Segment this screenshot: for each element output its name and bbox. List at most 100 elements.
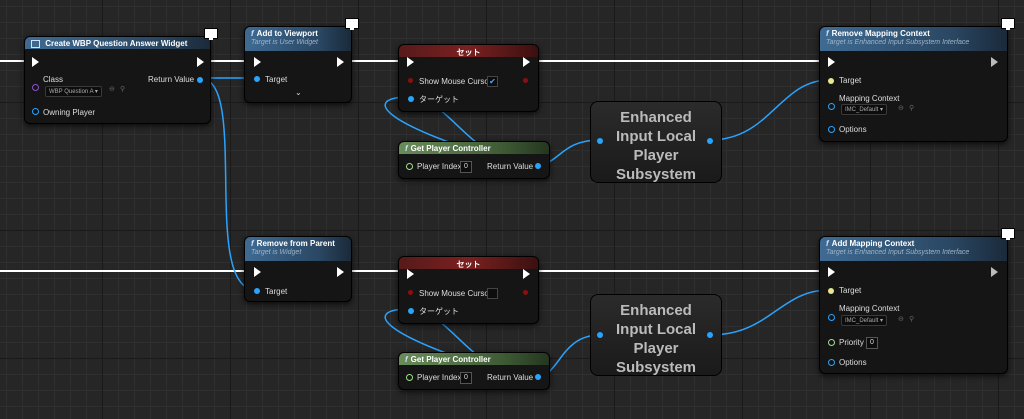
mapping-context-pin[interactable]	[828, 103, 835, 110]
exec-in-pin[interactable]	[254, 267, 261, 277]
show-mouse-cursor-pin[interactable]	[408, 78, 413, 83]
target-pin[interactable]	[408, 308, 414, 314]
exec-in-pin[interactable]	[32, 57, 39, 67]
target-pin[interactable]	[254, 76, 260, 82]
exec-out-pin[interactable]	[523, 57, 530, 67]
browse-icon[interactable]: ⊖	[109, 86, 115, 93]
subsystem-line4: Subsystem	[615, 359, 697, 376]
options-pin[interactable]	[828, 359, 835, 366]
return-value-pin[interactable]	[535, 374, 541, 380]
exec-out-pin[interactable]	[337, 57, 344, 67]
function-icon: f	[826, 239, 829, 248]
add-to-viewport-title: Add to Viewport	[256, 29, 318, 38]
player-index-field[interactable]: 0	[460, 161, 472, 173]
exec-in-pin[interactable]	[828, 267, 835, 277]
show-mouse-cursor-checkbox[interactable]	[487, 288, 498, 299]
function-icon: f	[251, 239, 254, 248]
subsystem-line4: Subsystem	[615, 166, 697, 183]
show-mouse-cursor-checkbox[interactable]: ✔	[487, 76, 498, 87]
set-node-top[interactable]: セット Show Mouse Cursor ✔ ターゲット	[398, 44, 539, 112]
browse-icon[interactable]: ⊖	[898, 105, 904, 112]
class-label: Class	[43, 75, 64, 84]
player-index-field[interactable]: 0	[460, 372, 472, 384]
subsystem-out-pin[interactable]	[707, 138, 713, 144]
exec-in-pin[interactable]	[407, 57, 414, 67]
monitor-icon	[204, 28, 218, 40]
browse-icon[interactable]: ⊖	[898, 316, 904, 323]
exec-out-pin[interactable]	[197, 57, 204, 67]
show-mouse-cursor-pin[interactable]	[408, 290, 413, 295]
target-pin[interactable]	[408, 96, 414, 102]
show-mouse-cursor-label: Show Mouse Cursor	[419, 77, 492, 86]
target-label: Target	[265, 287, 288, 296]
mapping-context-label: Mapping Context	[839, 304, 900, 313]
set-header: セット	[399, 257, 538, 269]
monitor-icon	[1001, 228, 1015, 240]
function-icon: f	[251, 29, 254, 38]
exec-in-pin[interactable]	[828, 57, 835, 67]
exec-in-pin[interactable]	[407, 269, 414, 279]
return-value-pin[interactable]	[535, 163, 541, 169]
target-pin[interactable]	[254, 288, 260, 294]
set-title: セット	[456, 260, 481, 269]
exec-out-pin[interactable]	[523, 269, 530, 279]
target-label: Target	[839, 286, 862, 295]
subsystem-in-pin[interactable]	[597, 138, 603, 144]
target-label: Target	[839, 76, 862, 85]
exec-out-pin[interactable]	[991, 57, 998, 67]
mapping-context-dropdown[interactable]: IMC_Default ▾	[841, 315, 888, 326]
monitor-icon	[345, 18, 359, 30]
class-pin[interactable]	[32, 84, 39, 91]
player-index-pin[interactable]	[406, 374, 413, 381]
exec-in-pin[interactable]	[254, 57, 261, 67]
options-pin[interactable]	[828, 126, 835, 133]
subsystem-line3: Player	[633, 340, 679, 357]
player-index-pin[interactable]	[406, 163, 413, 170]
exec-out-pin[interactable]	[991, 267, 998, 277]
search-icon[interactable]: ⚲	[120, 86, 126, 93]
subsystem-line3: Player	[633, 147, 679, 164]
search-icon[interactable]: ⚲	[909, 316, 915, 323]
priority-pin[interactable]	[828, 339, 835, 346]
enhanced-input-subsystem-node-bottom[interactable]: Enhanced Input Local Player Subsystem	[590, 294, 722, 376]
mapping-context-dropdown[interactable]: IMC_Default ▾	[841, 104, 888, 115]
add-to-viewport-subtitle: Target is User Widget	[251, 39, 318, 46]
create-widget-node[interactable]: Create WBP Question Answer Widget Class …	[24, 36, 211, 124]
function-icon: f	[405, 355, 408, 364]
set-title: セット	[456, 48, 481, 57]
enhanced-input-subsystem-node-top[interactable]: Enhanced Input Local Player Subsystem	[590, 101, 722, 183]
show-mouse-cursor-out-pin[interactable]	[523, 290, 528, 295]
widget-icon	[31, 39, 40, 48]
exec-out-pin[interactable]	[337, 267, 344, 277]
subsystem-line2: Input Local	[616, 128, 696, 145]
show-mouse-cursor-out-pin[interactable]	[523, 78, 528, 83]
class-dropdown[interactable]: WBP Question A ▾	[45, 86, 102, 97]
chevron-down-icon[interactable]: ⌄	[295, 88, 302, 97]
player-index-label: Player Index	[417, 373, 462, 382]
subsystem-in-pin[interactable]	[597, 332, 603, 338]
subsystem-out-pin[interactable]	[707, 332, 713, 338]
target-label: Target	[265, 75, 288, 84]
add-mapping-subtitle: Target is Enhanced Input Subsystem Inter…	[826, 249, 970, 256]
player-index-label: Player Index	[417, 162, 462, 171]
subsystem-line2: Input Local	[616, 321, 696, 338]
priority-field[interactable]: 0	[866, 337, 878, 349]
options-label: Options	[839, 358, 867, 367]
mapping-context-pin[interactable]	[828, 314, 835, 321]
remove-from-parent-title: Remove from Parent	[256, 239, 335, 248]
return-value-pin[interactable]	[197, 77, 203, 83]
target-pin[interactable]	[828, 78, 834, 84]
owning-player-pin[interactable]	[32, 108, 39, 115]
set-node-bottom[interactable]: セット Show Mouse Cursor ターゲット	[398, 256, 539, 324]
target-pin[interactable]	[828, 288, 834, 294]
search-icon[interactable]: ⚲	[909, 105, 915, 112]
subsystem-line1: Enhanced	[620, 109, 692, 126]
